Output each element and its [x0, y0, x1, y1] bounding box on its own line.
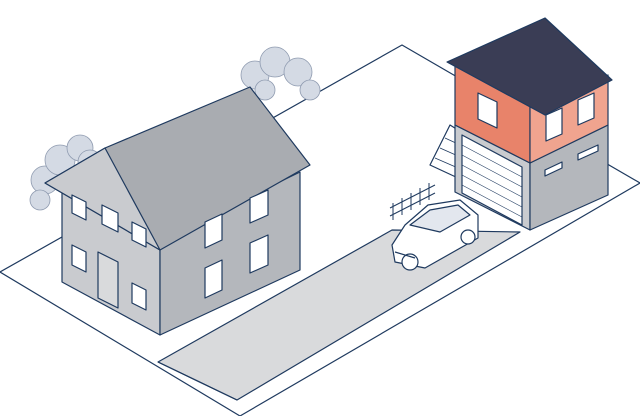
left-house: [44, 86, 311, 336]
fence: [389, 183, 436, 220]
front-door: [97, 251, 119, 309]
car: [391, 199, 479, 271]
right-house: [446, 17, 613, 231]
right-house-roof: [446, 17, 613, 116]
tree-right: [240, 46, 321, 101]
garage-door: [461, 134, 523, 226]
windows: [71, 189, 269, 311]
